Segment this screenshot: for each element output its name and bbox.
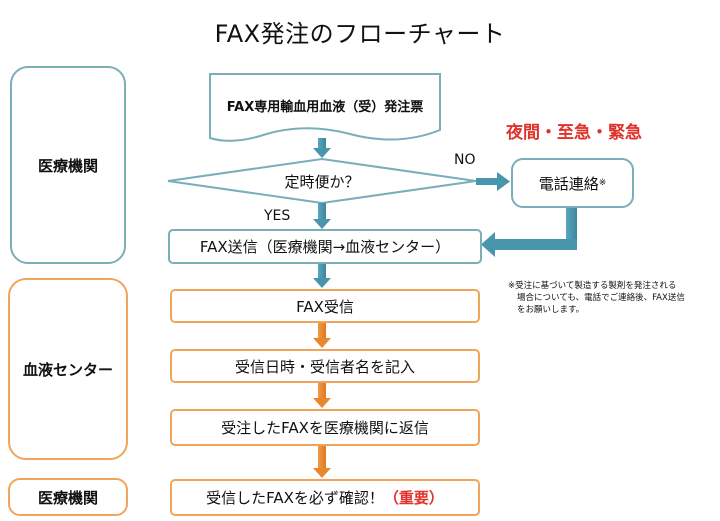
record-label: 受信日時・受信者名を記入 — [234, 357, 415, 376]
note-mark: ※ — [598, 178, 607, 188]
urgent-label: 夜間・至急・緊急 — [506, 123, 642, 143]
order-form-label: FAX専用輸血用血液（受）発注票 — [226, 100, 424, 115]
phone-contact-label: 電話連絡 — [538, 174, 599, 193]
confirm-box: 受信したFAXを必ず確認！（重要） — [170, 479, 480, 516]
arrow-form-to-decision — [313, 138, 331, 158]
confirm-label: 受信したFAXを必ず確認！ — [206, 489, 384, 507]
decision-label: 定時便か？ — [284, 173, 360, 191]
lane-label: 医療機関 — [37, 488, 98, 507]
phone-contact-box: 電話連絡※ — [511, 158, 634, 208]
lane-label: 医療機関 — [37, 156, 98, 175]
fax-receive-label: FAX受信 — [296, 297, 354, 316]
arrow-phone-to-fax-send — [481, 208, 577, 257]
fax-send-box: FAX送信（医療機関→血液センター） — [168, 229, 482, 264]
page-title: FAX発注のフローチャート — [214, 20, 506, 48]
reply-box: 受注したFAXを医療機関に返信 — [170, 409, 480, 446]
no-label: NO — [454, 152, 476, 168]
reply-label: 受注したFAXを医療機関に返信 — [221, 419, 429, 437]
footnote-line: ※受注に基づいて製造する製剤を発注される — [508, 281, 677, 291]
footnote-line: 場合についても、電話でご連絡後、FAX送信 — [517, 293, 685, 303]
lane-medical-institution-top: 医療機関 — [10, 66, 126, 264]
arrow-decision-to-phone — [476, 172, 510, 191]
confirm-emphasis: （重要） — [383, 489, 444, 507]
footnote-line: をお願いします。 — [517, 305, 585, 315]
fax-send-label: FAX送信（医療機関→血液センター） — [199, 238, 451, 256]
order-form-document-shape — [209, 73, 441, 142]
arrow-record-to-reply — [313, 383, 331, 408]
arrow-fax-send-to-receive — [313, 264, 331, 288]
arrow-receive-to-record — [313, 323, 331, 348]
footnote: ※受注に基づいて製造する製剤を発注される 場合についても、電話でご連絡後、FAX… — [508, 280, 685, 316]
record-box: 受信日時・受信者名を記入 — [170, 349, 480, 383]
lane-medical-institution-bottom: 医療機関 — [8, 478, 128, 516]
yes-label: YES — [264, 208, 291, 224]
lane-blood-center: 血液センター — [8, 278, 128, 460]
arrow-decision-to-fax-send — [313, 203, 331, 229]
arrow-reply-to-confirm — [313, 446, 331, 478]
lane-label: 血液センター — [22, 360, 113, 379]
fax-receive-box: FAX受信 — [170, 289, 480, 323]
